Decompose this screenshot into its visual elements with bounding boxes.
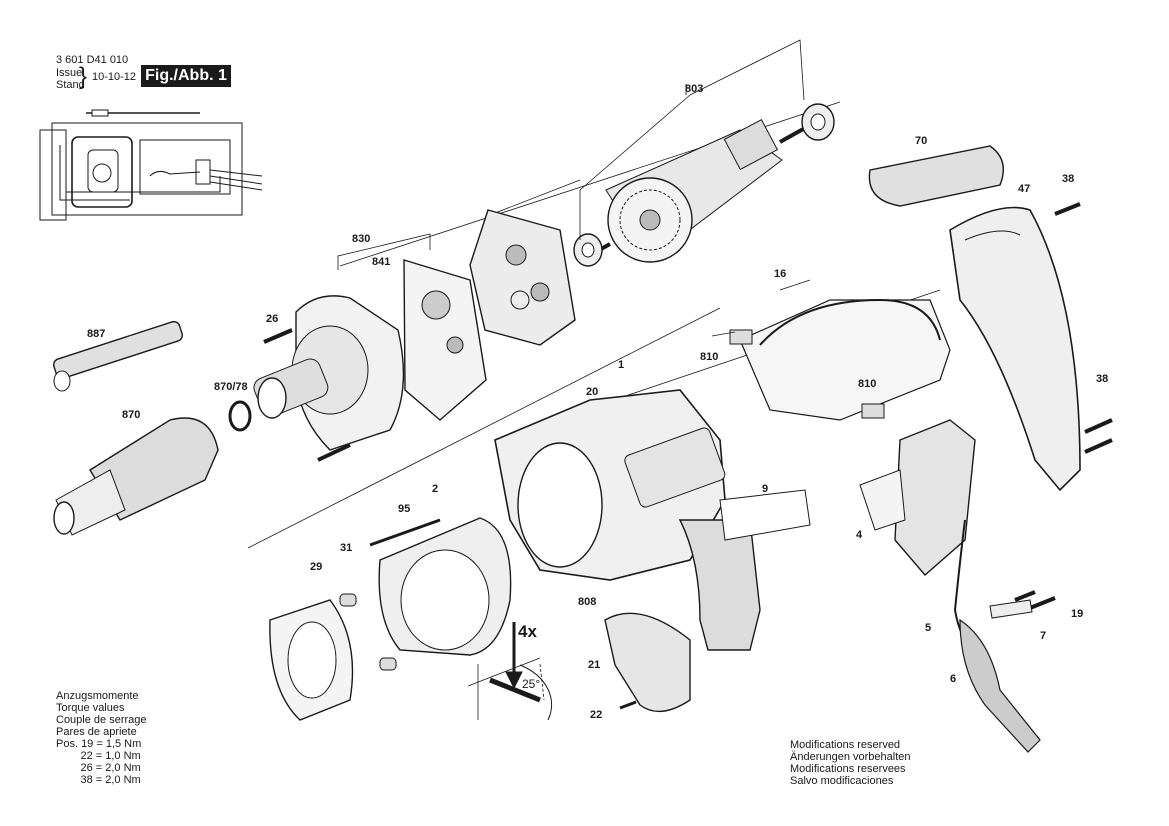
callout-19: 19: [1071, 608, 1083, 620]
modifications-note: Modifications reserved Änderungen vorbeh…: [790, 739, 910, 787]
detail-angle-label: 25°: [522, 677, 540, 691]
motor-housing-1: [494, 389, 811, 651]
modifications-en: Modifications reserved: [790, 739, 901, 751]
bit-holder-887: [53, 320, 183, 392]
callout-31: 31: [340, 542, 352, 554]
screw-38a: [1054, 202, 1081, 216]
torque-row-22: 22 = 1,0 Nm: [56, 750, 141, 762]
modifications-es: Salvo modificaciones: [790, 775, 894, 787]
figure-label: Fig./Abb. 1: [141, 65, 231, 87]
callout-808: 808: [578, 596, 596, 608]
callout-870: 870: [122, 409, 140, 421]
switch-4: [859, 419, 976, 576]
screw-38b: [1084, 418, 1113, 434]
screw-19a: [1014, 590, 1036, 602]
wiring-harness-16: [711, 279, 951, 421]
callout-1: 1: [618, 359, 624, 371]
torque-title-en: Torque values: [56, 702, 125, 714]
power-cord-6: [953, 519, 1041, 753]
cover-plate-70: [868, 145, 1004, 207]
callout-5: 5: [925, 622, 931, 634]
torque-title-de: Anzugsmomente: [56, 690, 139, 702]
detail-count-label: 4x: [518, 622, 537, 641]
handle-47: [949, 206, 1081, 492]
end-plate-830: [337, 209, 576, 421]
callout-26: 26: [266, 313, 278, 325]
depth-locator-870: [53, 417, 219, 536]
wiring-schematic: [39, 109, 263, 221]
torque-title-es: Pares de apriete: [56, 726, 137, 738]
callout-810-right: 810: [858, 378, 876, 390]
callout-887: 887: [87, 328, 105, 340]
callout-803: 803: [685, 83, 703, 95]
callout-29: 29: [310, 561, 322, 573]
callout-6: 6: [950, 673, 956, 685]
document-number: 3 601 D41 010: [56, 54, 129, 66]
callout-21: 21: [588, 659, 600, 671]
brace-glyph: }: [79, 63, 88, 90]
torque-row-38: 38 = 2,0 Nm: [56, 774, 141, 786]
callout-9: 9: [762, 483, 768, 495]
callout-20: 20: [586, 386, 598, 398]
modifications-de: Änderungen vorbehalten: [790, 751, 911, 763]
issue-date: 10-10-12: [92, 71, 137, 83]
callout-870-78: 870/78: [214, 381, 248, 393]
stand-label: Stand: [56, 79, 85, 91]
armature-803: [489, 39, 835, 267]
torque-row-26: 26 = 2,0 Nm: [56, 762, 141, 774]
gear-housing: [228, 295, 405, 462]
callout-95: 95: [398, 503, 410, 515]
torque-values-note: Anzugsmomente Torque values Couple de se…: [56, 690, 147, 786]
detail-inset: [467, 622, 553, 721]
cover-21: [604, 612, 691, 713]
callout-22: 22: [590, 709, 602, 721]
issue-label: Issue: [56, 67, 83, 79]
callout-70: 70: [915, 135, 927, 147]
screw-19b: [1029, 596, 1056, 610]
torque-row-19: Pos. 19 = 1,5 Nm: [56, 738, 142, 750]
callout-2: 2: [432, 483, 438, 495]
screw-22: [619, 700, 637, 710]
callout-38-bottom: 38: [1096, 373, 1108, 385]
field-2: [369, 517, 512, 656]
callout-labels: 803 70 47 38 830 841 16 26 887 810 810 8…: [87, 83, 1108, 721]
callout-830: 830: [352, 233, 370, 245]
callout-47: 47: [1018, 183, 1030, 195]
callout-38-top: 38: [1062, 173, 1074, 185]
screw-38c: [1084, 438, 1113, 454]
callout-841: 841: [372, 256, 390, 268]
callout-16: 16: [774, 268, 786, 280]
torque-title-fr: Couple de serrage: [56, 714, 147, 726]
callout-4: 4: [856, 529, 863, 541]
support-ring-29: [269, 593, 397, 721]
modifications-fr: Modifications reservees: [790, 763, 906, 775]
callout-7: 7: [1040, 630, 1046, 642]
callout-810-left: 810: [700, 351, 718, 363]
